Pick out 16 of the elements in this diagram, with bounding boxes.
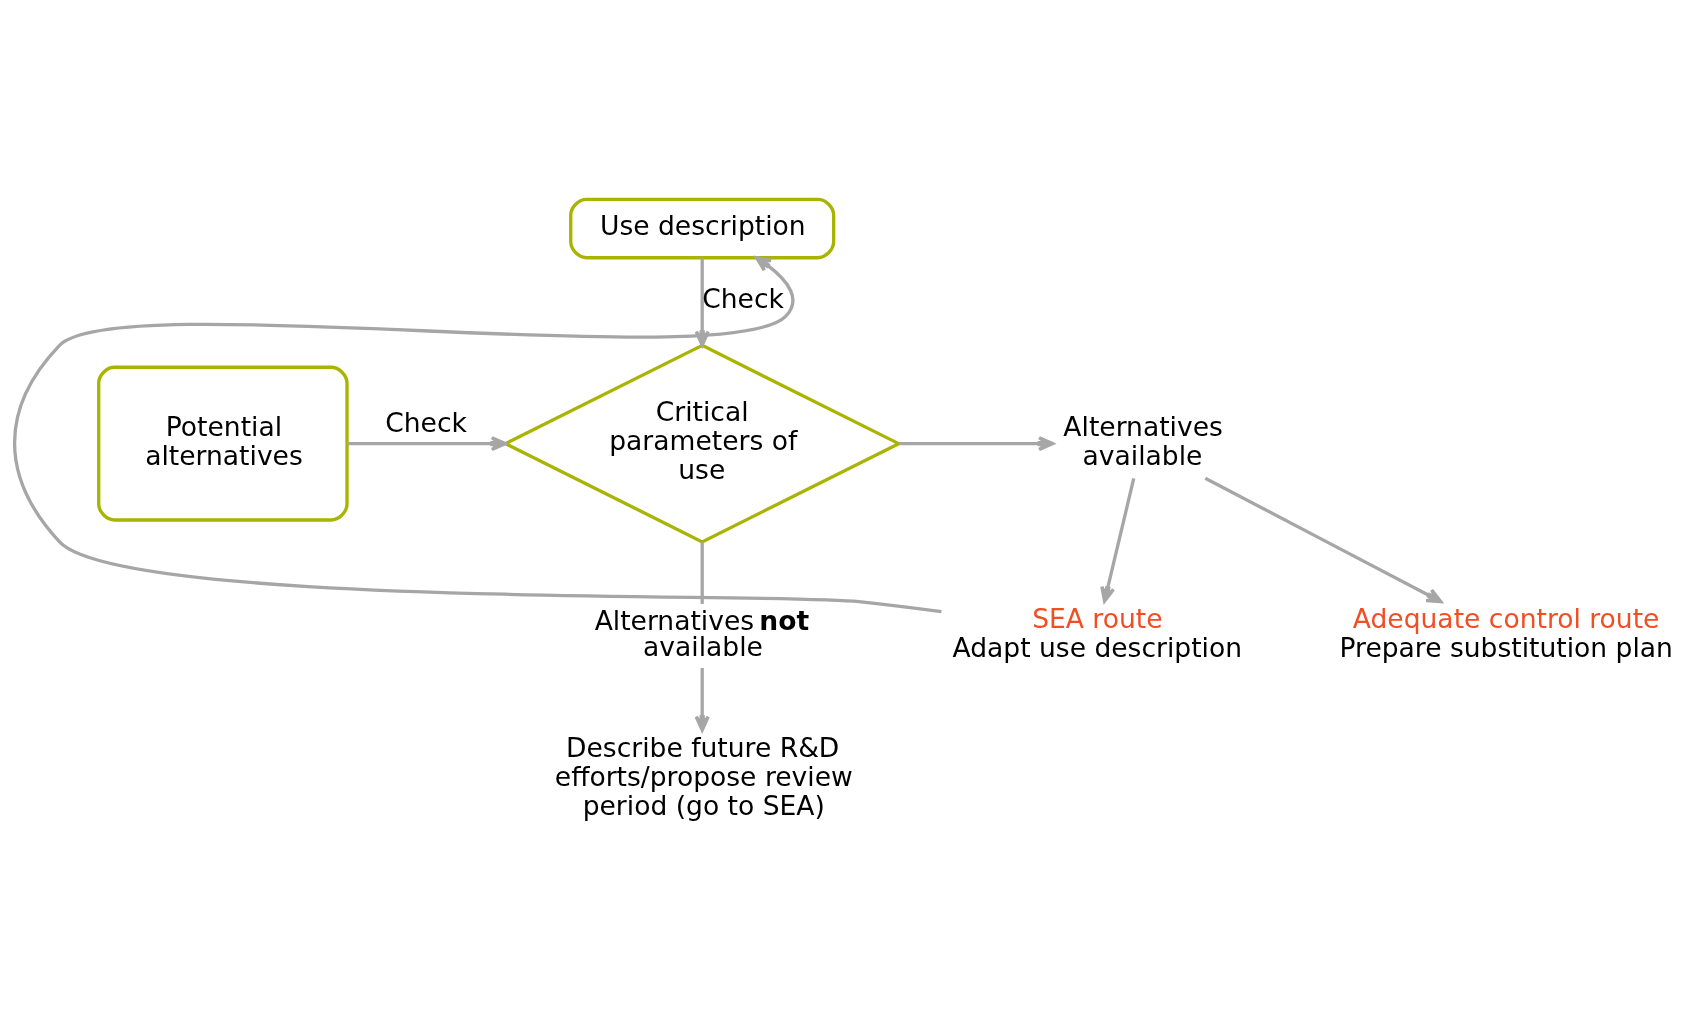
arrow — [694, 668, 710, 732]
arrow — [13, 256, 942, 614]
edge-label: Check — [385, 406, 467, 438]
arrow — [898, 436, 1055, 452]
node-text: Alternatives not available — [594, 604, 810, 663]
edge-label: Check — [702, 283, 784, 315]
node-box: Use description — [569, 197, 836, 260]
node-text: SEA route Adapt use description — [952, 603, 1243, 664]
arrow — [1204, 476, 1443, 604]
connector — [700, 542, 704, 604]
node-box: Potential alternatives — [97, 365, 349, 522]
node-text: Adequate control route Prepare substitution plan — [1339, 603, 1673, 664]
node-text: Alternatives available — [1063, 410, 1223, 471]
arrow — [1100, 478, 1136, 603]
node-text: Describe future R&D efforts/propose review period (go to SEA) — [554, 731, 853, 822]
arrow — [347, 436, 507, 452]
